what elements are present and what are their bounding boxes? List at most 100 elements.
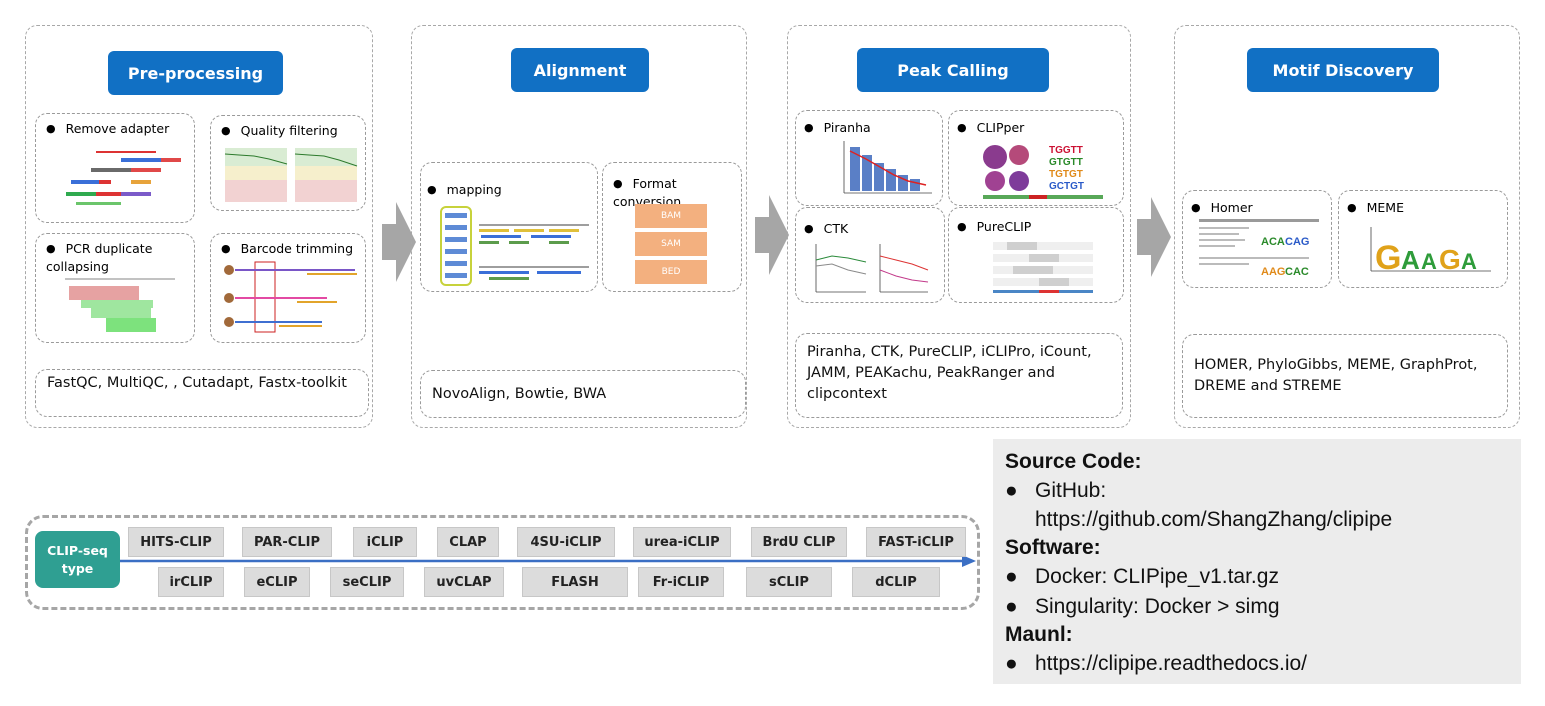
- flow-arrow-3: [1137, 197, 1171, 277]
- clip-chip: Fr-iCLIP: [638, 567, 724, 597]
- pureclip-figure: [993, 242, 1093, 293]
- source-code-heading: Source Code:: [1005, 450, 1142, 473]
- clip-seq-timeline-arrow: [120, 555, 976, 567]
- flow-arrow-1: [382, 202, 416, 282]
- clipper-box: CLIPper TGGTT GTGTT TGTGT GCTGT: [948, 110, 1124, 206]
- peak-calling-tools: Piranha, CTK, PureCLIP, iCLIPro, iCount,…: [807, 344, 1092, 402]
- preprocessing-tools-box: FastQC, MultiQC, , Cutadapt, Fastx-toolk…: [35, 369, 369, 417]
- svg-text:AAG: AAG: [1261, 266, 1285, 278]
- clip-chip: uvCLAP: [424, 567, 504, 597]
- svg-text:TGTGT: TGTGT: [1049, 169, 1083, 180]
- remove-adapter-box: Remove adapter: [35, 113, 195, 223]
- clip-chip: irCLIP: [158, 567, 224, 597]
- bullet: ●: [1005, 595, 1018, 618]
- svg-text:TGGTT: TGGTT: [1049, 145, 1083, 156]
- meme-label: MEME: [1347, 199, 1404, 217]
- clip-chip: PAR-CLIP: [242, 527, 332, 557]
- clip-chip: urea-iCLIP: [633, 527, 731, 557]
- svg-text:A: A: [1461, 249, 1477, 274]
- barcode-trimming-label: Barcode trimming: [221, 240, 353, 258]
- remove-adapter-label: Remove adapter: [46, 120, 170, 138]
- github-label: GitHub:: [1035, 479, 1107, 502]
- clip-chip: FLASH: [522, 567, 628, 597]
- github-url[interactable]: https://github.com/ShangZhang/clipipe: [1035, 508, 1393, 531]
- barcode-trimming-box: Barcode trimming: [210, 233, 366, 343]
- motif-tools-box: HOMER, PhyloGibbs, MEME, GraphProt, DREM…: [1182, 334, 1508, 418]
- barcode-trimming-figure: [224, 261, 357, 333]
- clip-chip: FAST-iCLIP: [866, 527, 966, 557]
- ctk-box: CTK: [795, 207, 945, 303]
- peak-calling-title[interactable]: Peak Calling: [857, 48, 1049, 92]
- homer-label: Homer: [1191, 199, 1253, 217]
- format-chip-bed: BED: [635, 260, 707, 284]
- clip-seq-type-line2: type: [61, 560, 94, 576]
- format-conversion-box: Format conversion BAM SAM BED: [602, 162, 742, 292]
- svg-text:ACA: ACA: [1261, 236, 1285, 248]
- clipper-label: CLIPper: [957, 119, 1025, 137]
- alignment-title[interactable]: Alignment: [511, 48, 649, 92]
- clip-chip: eCLIP: [244, 567, 310, 597]
- clipper-figure: TGGTT GTGTT TGTGT GCTGT: [983, 145, 1103, 199]
- docker-text: Docker: CLIPipe_v1.tar.gz: [1035, 565, 1279, 588]
- svg-text:CAC: CAC: [1285, 266, 1309, 278]
- pcr-duplicate-figure: [65, 278, 175, 332]
- quality-filtering-box: Quality filtering: [210, 115, 366, 211]
- piranha-figure: [843, 141, 932, 194]
- flow-arrow-2: [755, 195, 789, 275]
- meme-box: MEME G A A G A: [1338, 190, 1508, 288]
- clip-seq-type-badge: CLIP-seq type: [35, 531, 120, 588]
- mapping-box: mapping: [420, 162, 598, 292]
- preprocessing-tools: FastQC, MultiQC, , Cutadapt, Fastx-toolk…: [47, 375, 347, 391]
- format-chip-bam: BAM: [635, 204, 707, 228]
- pcr-duplicate-label: PCR duplicate collapsing: [46, 240, 166, 275]
- singularity-line: ● Singularity: Docker > simg: [1005, 595, 1280, 619]
- info-panel: Source Code: ● GitHub: https://github.com…: [993, 439, 1521, 684]
- alignment-tools: NovoAlign, Bowtie, BWA: [432, 386, 607, 402]
- clip-seq-type-line1: CLIP-seq: [47, 542, 108, 558]
- pureclip-box: PureCLIP: [948, 207, 1124, 303]
- bullet: ●: [1005, 565, 1018, 588]
- manual-url[interactable]: https://clipipe.readthedocs.io/: [1035, 652, 1307, 675]
- svg-text:CAG: CAG: [1285, 236, 1309, 248]
- software-heading: Software:: [1005, 536, 1101, 559]
- clip-chip: HITS-CLIP: [128, 527, 224, 557]
- bullet: ●: [1005, 479, 1018, 502]
- clip-chip: iCLIP: [353, 527, 417, 557]
- piranha-box: Piranha: [795, 110, 943, 206]
- format-chip-sam: SAM: [635, 232, 707, 256]
- clip-chip: sCLIP: [746, 567, 832, 597]
- svg-text:G: G: [1439, 244, 1461, 275]
- preprocessing-title[interactable]: Pre-processing: [108, 51, 283, 95]
- remove-adapter-figure: [66, 151, 181, 205]
- quality-filtering-figure: [224, 148, 358, 202]
- quality-filtering-label: Quality filtering: [221, 122, 338, 140]
- mapping-figure: [440, 206, 589, 286]
- preprocessing-panel: [25, 25, 373, 428]
- pureclip-label: PureCLIP: [957, 218, 1032, 236]
- ctk-label: CTK: [804, 220, 849, 238]
- docker-line: ● Docker: CLIPipe_v1.tar.gz: [1005, 565, 1279, 589]
- peak-calling-panel: [787, 25, 1131, 428]
- manual-heading: Maunl:: [1005, 623, 1073, 646]
- motif-tools: HOMER, PhyloGibbs, MEME, GraphProt, DREM…: [1194, 357, 1478, 394]
- motif-discovery-title[interactable]: Motif Discovery: [1247, 48, 1439, 92]
- svg-text:GCTGT: GCTGT: [1049, 181, 1084, 192]
- clip-chip: 4SU-iCLIP: [517, 527, 615, 557]
- svg-text:A: A: [1401, 245, 1420, 275]
- pcr-duplicate-box: PCR duplicate collapsing: [35, 233, 195, 343]
- mapping-label: mapping: [427, 181, 502, 199]
- clip-chip: seCLIP: [330, 567, 404, 597]
- motif-discovery-panel: [1174, 25, 1520, 428]
- peak-calling-tools-box: Piranha, CTK, PureCLIP, iCLIPro, iCount,…: [795, 333, 1123, 418]
- manual-line: ● https://clipipe.readthedocs.io/: [1005, 652, 1307, 676]
- meme-figure: G A A G A: [1370, 227, 1491, 277]
- svg-text:G: G: [1375, 239, 1401, 277]
- singularity-text: Singularity: Docker > simg: [1035, 595, 1280, 618]
- github-label-line: ● GitHub:: [1005, 479, 1106, 503]
- clip-chip: BrdU CLIP: [751, 527, 847, 557]
- piranha-label: Piranha: [804, 119, 871, 137]
- bullet: ●: [1005, 652, 1018, 675]
- clip-seq-panel: [25, 515, 980, 610]
